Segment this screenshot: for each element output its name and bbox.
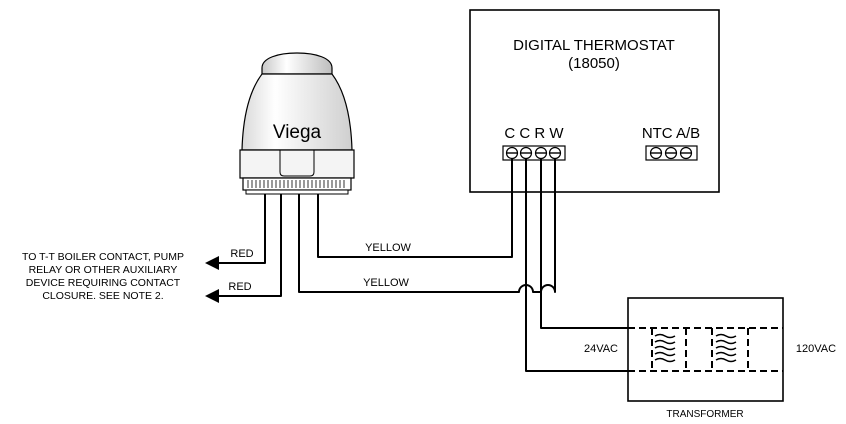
actuator-ribbed-base: [242, 177, 352, 191]
red-wire-upper: [218, 194, 266, 264]
yellow-wire-upper: [317, 158, 513, 258]
note-line-4: CLOSURE. SEE NOTE 2.: [42, 290, 163, 302]
label-red-upper: RED: [230, 248, 253, 260]
arrow-red-lower: [205, 289, 219, 303]
label-120vac: 120VAC: [796, 343, 836, 355]
actuator-cap: [261, 52, 333, 75]
terminal-block-ntc-ab: [645, 145, 698, 161]
transformer: [627, 297, 784, 402]
actuator-window: [279, 150, 315, 177]
label-24vac: 24VAC: [584, 343, 618, 355]
terminal-labels-ccrw: C C R W: [504, 125, 564, 142]
label-yellow-lower: YELLOW: [363, 277, 409, 289]
note-line-2: RELAY OR OTHER AUXILIARY: [29, 264, 178, 276]
thermostat-title: DIGITAL THERMOSTAT: [513, 37, 675, 54]
wire-r-to-transformer: [540, 158, 628, 329]
note-line-3: DEVICE REQUIRING CONTACT: [26, 277, 181, 289]
digital-thermostat: DIGITAL THERMOSTAT (18050) C C R W NTC A…: [469, 9, 720, 193]
arrow-red-upper: [205, 256, 219, 270]
red-wire-lower: [218, 194, 282, 297]
actuator-brand-label: Viega: [273, 122, 322, 143]
coil-secondary-icon: [711, 328, 749, 371]
wire-c-to-transformer: [525, 158, 628, 372]
actuator-leads: [205, 158, 556, 303]
transformer-label: TRANSFORMER: [666, 409, 743, 420]
thermostat-model: (18050): [568, 55, 620, 72]
terminal-labels-ntc-ab: NTC A/B: [642, 125, 700, 142]
label-red-lower: RED: [228, 281, 251, 293]
label-yellow-upper: YELLOW: [365, 242, 411, 254]
actuator-collar: [239, 149, 355, 179]
transformer-enclosure: [627, 297, 784, 402]
note-line-1: TO T-T BOILER CONTACT, PUMP: [22, 251, 184, 263]
viega-actuator: Viega: [239, 52, 355, 195]
auxiliary-note: TO T-T BOILER CONTACT, PUMP RELAY OR OTH…: [22, 251, 184, 302]
coil-primary-icon: [651, 328, 687, 371]
yellow-wire-lower: [298, 158, 556, 293]
transformer-wiring: [525, 158, 628, 372]
